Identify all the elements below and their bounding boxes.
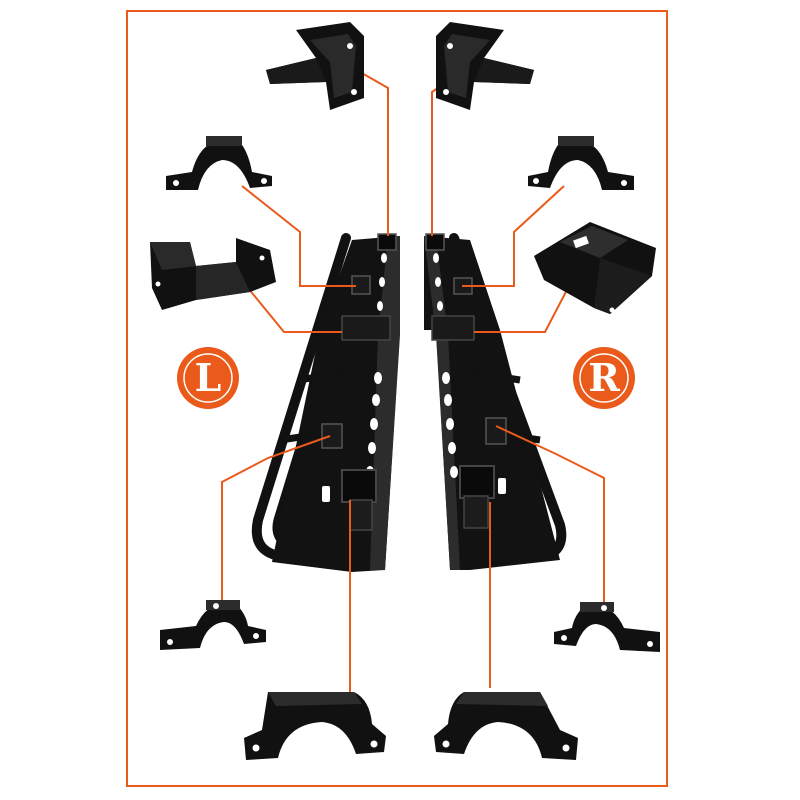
leader-right-upper-mount [462, 185, 565, 287]
left-lower-mount-bracket [160, 600, 266, 650]
right-side-badge: R [573, 347, 635, 409]
leader-left-lower-mount [221, 435, 331, 606]
right-lower-mount [485, 417, 507, 445]
right-receiver-block-lower [463, 495, 489, 529]
leader-left-tray [247, 287, 342, 333]
leader-right-box [474, 283, 571, 333]
left-side-badge: L [177, 347, 239, 409]
left-lower-mount [321, 423, 343, 449]
right-top-frame-bracket [436, 22, 534, 110]
left-tube-rail [251, 233, 351, 560]
left-top-frame-bracket [266, 22, 364, 110]
leader-lines [221, 71, 605, 700]
right-front-mount [425, 233, 445, 251]
left-tray-mount [341, 315, 391, 341]
right-running-board [424, 233, 567, 570]
left-receiver-block [341, 469, 377, 503]
diagram-frame [126, 10, 668, 787]
left-receiver-block-lower [349, 499, 373, 531]
left-bottom-bracket [244, 692, 386, 760]
right-upper-mount-bracket [528, 136, 634, 190]
right-box-mount [431, 315, 475, 341]
right-lower-mount-bracket [554, 602, 660, 652]
leader-left-upper-mount [241, 185, 356, 287]
left-crossbar [297, 368, 351, 384]
right-board-holes [433, 253, 506, 494]
left-front-mount [377, 233, 397, 251]
left-board-holes [322, 253, 387, 502]
right-crossbar [469, 368, 521, 384]
right-bottom-bracket [434, 692, 578, 760]
right-box-bracket [534, 222, 656, 314]
right-side-label: R [588, 355, 620, 400]
left-side-label: L [195, 355, 222, 400]
leader-right-lower-mount [495, 425, 605, 610]
leader-left-top [359, 71, 389, 236]
left-board-face [370, 236, 400, 570]
right-receiver-block [459, 465, 495, 499]
left-tray-plate [150, 238, 276, 310]
right-board-face [424, 236, 460, 570]
left-running-board [251, 233, 400, 572]
left-upper-mount-bracket [166, 136, 272, 190]
